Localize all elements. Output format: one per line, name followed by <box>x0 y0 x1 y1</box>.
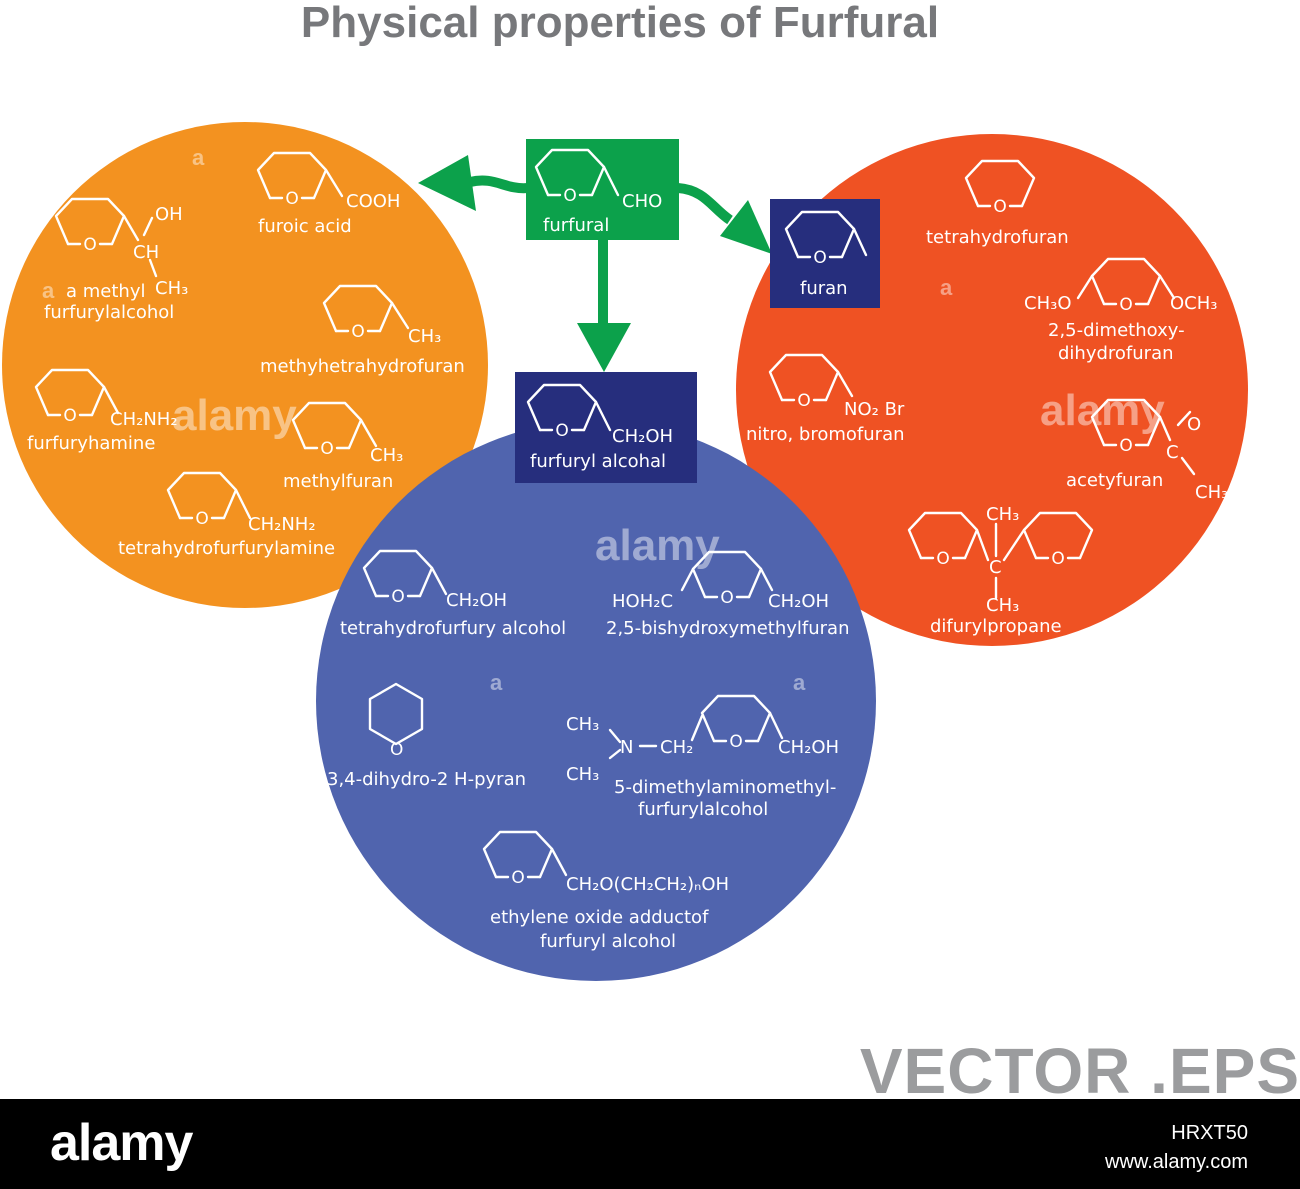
compound-bishydroxymethylfuran: HOH₂C CH₂OH 2,5-bishydroxymethylfuran <box>606 550 850 639</box>
svg-text:CHO: CHO <box>622 191 662 212</box>
svg-text:ethylene oxide adductof: ethylene oxide adductof <box>490 907 709 928</box>
arrow-to-alcohol <box>577 238 631 372</box>
compound-difurylpropane: CH₃ C CH₃ difurylpropane <box>907 504 1094 637</box>
svg-text:CH₂NH₂: CH₂NH₂ <box>110 409 178 430</box>
compound-nitro-bromofuran: NO₂ Br nitro, bromofuran <box>746 353 905 445</box>
svg-text:CH₃: CH₃ <box>1195 482 1228 503</box>
svg-text:methyhetrahydrofuran: methyhetrahydrofuran <box>260 356 465 377</box>
compound-methyltetrahydrofuran: CH₃ methyhetrahydrofuran <box>260 284 465 377</box>
svg-text:CH₃: CH₃ <box>566 714 599 735</box>
svg-text:CH₃: CH₃ <box>155 278 188 299</box>
furfural-box: CHO furfural <box>526 139 679 240</box>
svg-text:CH: CH <box>133 242 159 263</box>
svg-text:furfuryl alcohol: furfuryl alcohol <box>540 931 676 952</box>
svg-text:CH₂OH: CH₂OH <box>778 737 839 758</box>
svg-text:O: O <box>1187 414 1201 435</box>
compound-tetrahydrofuran: tetrahydrofuran <box>926 159 1069 248</box>
furfural-diagram: O alamy alamy alamy a a a a a a CHO furf… <box>2 122 1253 981</box>
svg-text:CH₃: CH₃ <box>408 326 441 347</box>
svg-text:nitro, bromofuran: nitro, bromofuran <box>746 424 905 445</box>
svg-text:furfuryl alcohal: furfuryl alcohal <box>530 451 666 472</box>
compound-dihydropyran: O 3,4-dihydro-2 H-pyran <box>327 682 526 790</box>
compound-methyl-furfurylalcohol: OH CH CH₃ a methyl furfurylalcohol <box>44 197 188 323</box>
compound-furoic-acid: COOH furoic acid <box>256 151 400 237</box>
compound-acetylfuran: O C CH₃ acetyfuran <box>1066 398 1228 503</box>
page-title: Physical properties of Furfural <box>300 0 940 47</box>
watermark: alamy <box>172 391 297 440</box>
compound-dimethoxy-dihydrofuran: CH₃O OCH₃ 2,5-dimethoxy- dihydrofuran <box>1024 257 1218 364</box>
svg-text:CH₃: CH₃ <box>986 504 1019 525</box>
svg-text:a methyl: a methyl <box>66 281 145 302</box>
arrow-to-furan <box>677 183 772 254</box>
svg-text:CH₂NH₂: CH₂NH₂ <box>248 514 316 535</box>
svg-text:3,4-dihydro-2 H-pyran: 3,4-dihydro-2 H-pyran <box>327 769 526 790</box>
footer-bar: alamy HRXT50 www.alamy.com <box>0 1099 1300 1189</box>
svg-text:furfurylalcohol: furfurylalcohol <box>44 302 174 323</box>
svg-text:CH₂OH: CH₂OH <box>446 590 507 611</box>
svg-text:CH₂O(CH₂CH₂)ₙOH: CH₂O(CH₂CH₂)ₙOH <box>566 874 729 895</box>
svg-text:methylfuran: methylfuran <box>283 471 393 492</box>
watermark: a <box>793 670 806 695</box>
svg-text:tetrahydrofuran: tetrahydrofuran <box>926 227 1069 248</box>
svg-text:tetrahydrofurfurylamine: tetrahydrofurfurylamine <box>118 538 335 559</box>
watermark: a <box>1240 275 1253 300</box>
svg-text:furfurylalcohol: furfurylalcohol <box>638 799 768 820</box>
compound-furfurylamine: CH₂NH₂ furfuryhamine <box>27 368 178 454</box>
svg-text:acetyfuran: acetyfuran <box>1066 470 1163 491</box>
vector-eps-label: VECTOR .EPS <box>859 1035 1300 1107</box>
svg-text:furan: furan <box>800 278 848 299</box>
svg-text:CH₃O: CH₃O <box>1024 293 1072 314</box>
svg-text:NO₂ Br: NO₂ Br <box>844 399 905 420</box>
compound-tetrahydrofurfurylamine: CH₂NH₂ tetrahydrofurfurylamine <box>118 471 335 559</box>
svg-text:C: C <box>989 557 1002 578</box>
blue-circle <box>316 421 876 981</box>
svg-text:CH₃: CH₃ <box>566 764 599 785</box>
compound-dimethylaminomethyl-furfurylalcohol: CH₃ N CH₃ CH₂ CH₂OH 5-dimethylaminomethy… <box>566 694 839 820</box>
svg-text:furoic acid: furoic acid <box>258 216 352 237</box>
svg-text:CH₂OH: CH₂OH <box>612 426 673 447</box>
image-id: HRXT50 <box>1171 1122 1248 1144</box>
arrow-to-orange <box>418 155 529 211</box>
svg-text:CH₂OH: CH₂OH <box>768 591 829 612</box>
svg-text:furfuryhamine: furfuryhamine <box>27 433 155 454</box>
svg-text:dihydrofuran: dihydrofuran <box>1058 343 1174 364</box>
site-url: www.alamy.com <box>1105 1151 1248 1173</box>
compound-methylfuran: CH₃ methylfuran <box>283 401 403 492</box>
watermark: alamy <box>1040 386 1165 435</box>
svg-text:difurylpropane: difurylpropane <box>930 616 1062 637</box>
furfuryl-alcohol-box: CH₂OH furfuryl alcohal <box>515 372 697 483</box>
alamy-logo: alamy <box>50 1114 193 1172</box>
watermark: a <box>192 145 205 170</box>
watermark: a <box>490 670 503 695</box>
svg-text:N: N <box>620 737 633 758</box>
svg-text:HOH₂C: HOH₂C <box>612 591 673 612</box>
svg-text:COOH: COOH <box>346 191 400 212</box>
svg-text:O: O <box>390 740 403 760</box>
watermark: alamy <box>595 521 720 570</box>
furan-box: furan <box>770 199 880 308</box>
compound-ethylene-oxide-adduct: CH₂O(CH₂CH₂)ₙOH ethylene oxide adductof … <box>482 830 729 952</box>
svg-text:5-dimethylaminomethyl-: 5-dimethylaminomethyl- <box>614 777 836 798</box>
compound-tetrahydrofurfuryl-alcohol: CH₂OH tetrahydrofurfury alcohol <box>340 549 566 639</box>
svg-text:OH: OH <box>155 204 183 225</box>
svg-text:OCH₃: OCH₃ <box>1170 293 1218 314</box>
svg-text:CH₃: CH₃ <box>370 445 403 466</box>
watermark: a <box>940 275 953 300</box>
svg-text:CH₂: CH₂ <box>660 737 693 758</box>
svg-text:2,5-dimethoxy-: 2,5-dimethoxy- <box>1048 320 1185 341</box>
orange-circle <box>2 122 488 608</box>
svg-text:tetrahydrofurfury alcohol: tetrahydrofurfury alcohol <box>340 618 566 639</box>
svg-text:C: C <box>1166 442 1179 463</box>
svg-text:2,5-bishydroxymethylfuran: 2,5-bishydroxymethylfuran <box>606 618 850 639</box>
svg-text:CH₃: CH₃ <box>986 595 1019 616</box>
watermark: a <box>42 278 55 303</box>
svg-text:furfural: furfural <box>543 215 609 236</box>
